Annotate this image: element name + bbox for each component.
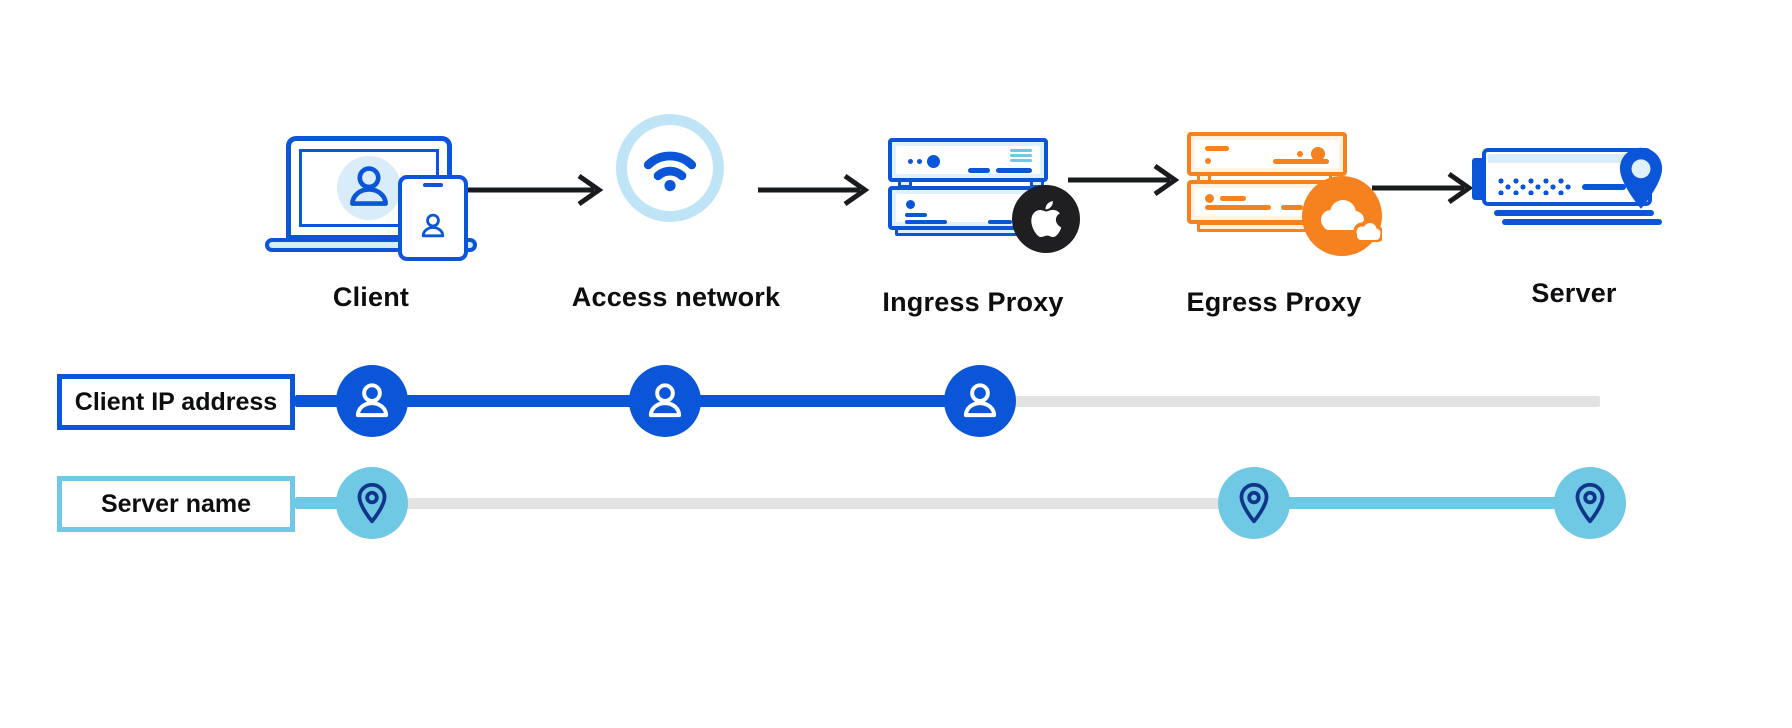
decor-line bbox=[1281, 205, 1303, 210]
location-pin-icon bbox=[1567, 480, 1613, 526]
client-ip-marker-ingress-proxy bbox=[944, 365, 1016, 437]
server-shadow bbox=[1502, 219, 1662, 225]
decor-line bbox=[1010, 154, 1032, 157]
node-label-client: Client bbox=[332, 282, 410, 312]
server-unit bbox=[1187, 132, 1347, 176]
decor-dot bbox=[917, 159, 922, 164]
client-ip-address-text: Client IP address bbox=[74, 387, 278, 416]
server-panel bbox=[896, 146, 1040, 174]
client-ip-address-label: Client IP address bbox=[57, 374, 295, 430]
decor-dot bbox=[1205, 194, 1214, 203]
user-icon bbox=[342, 160, 396, 214]
decor-dot bbox=[1311, 147, 1325, 161]
server-panel bbox=[1195, 140, 1339, 168]
apple-logo-icon bbox=[1031, 201, 1061, 238]
cloudflare-logo-icon bbox=[1321, 200, 1382, 242]
server-name-label: Server name bbox=[57, 476, 295, 532]
server-name-marker-server bbox=[1554, 467, 1626, 539]
decor-dot bbox=[906, 200, 915, 209]
arrow-right-icon bbox=[464, 173, 604, 207]
server-unit bbox=[888, 138, 1048, 182]
decor-line bbox=[1205, 146, 1229, 151]
client-ip-track-gray-segment bbox=[982, 396, 1600, 407]
decor-line bbox=[1582, 184, 1626, 190]
decor-line bbox=[988, 220, 1012, 224]
user-icon bbox=[417, 210, 449, 242]
location-pin-icon bbox=[1619, 147, 1663, 209]
decor-dot bbox=[1205, 158, 1211, 164]
decor-dot bbox=[908, 159, 913, 164]
user-icon bbox=[642, 378, 688, 424]
decor-dot-grid bbox=[1498, 178, 1572, 195]
server-shadow bbox=[1494, 210, 1654, 216]
user-icon bbox=[957, 378, 1003, 424]
wifi-icon bbox=[641, 143, 699, 193]
client-ip-marker-access-network bbox=[629, 365, 701, 437]
node-label-server: Server bbox=[1531, 278, 1617, 308]
decor-line bbox=[1205, 205, 1271, 210]
node-label-ingress-proxy: Ingress Proxy bbox=[882, 287, 1064, 317]
cloudflare-logo-badge bbox=[1302, 176, 1382, 256]
decor-line bbox=[1010, 159, 1032, 162]
apple-logo-badge bbox=[1012, 185, 1080, 253]
decor-line bbox=[1010, 149, 1032, 152]
decor-dot bbox=[927, 155, 940, 168]
server-name-track-lightblue-segment-right bbox=[1254, 497, 1590, 509]
decor-line bbox=[905, 220, 947, 224]
user-icon bbox=[349, 378, 395, 424]
decor-dot bbox=[1297, 151, 1303, 157]
arrow-right-icon bbox=[758, 173, 870, 207]
decor-line bbox=[1273, 159, 1329, 164]
server-name-text: Server name bbox=[100, 489, 252, 518]
decor-line bbox=[1220, 196, 1246, 201]
server-top-band bbox=[1488, 154, 1646, 163]
location-pin-icon bbox=[1231, 480, 1277, 526]
location-pin-icon bbox=[349, 480, 395, 526]
node-label-access-network: Access network bbox=[571, 282, 781, 312]
server-name-track-gray-segment bbox=[372, 498, 1254, 509]
server-name-marker-egress-proxy bbox=[1218, 467, 1290, 539]
decor-line bbox=[905, 213, 927, 217]
phone bbox=[398, 175, 468, 261]
node-label-egress-proxy: Egress Proxy bbox=[1186, 287, 1362, 317]
decor-line bbox=[996, 168, 1032, 173]
arrow-right-icon bbox=[1068, 163, 1180, 197]
server-name-marker-client bbox=[336, 467, 408, 539]
client-ip-marker-client bbox=[336, 365, 408, 437]
decor-line bbox=[968, 168, 990, 173]
phone-speaker bbox=[423, 183, 443, 187]
arrow-right-icon bbox=[1372, 171, 1474, 205]
